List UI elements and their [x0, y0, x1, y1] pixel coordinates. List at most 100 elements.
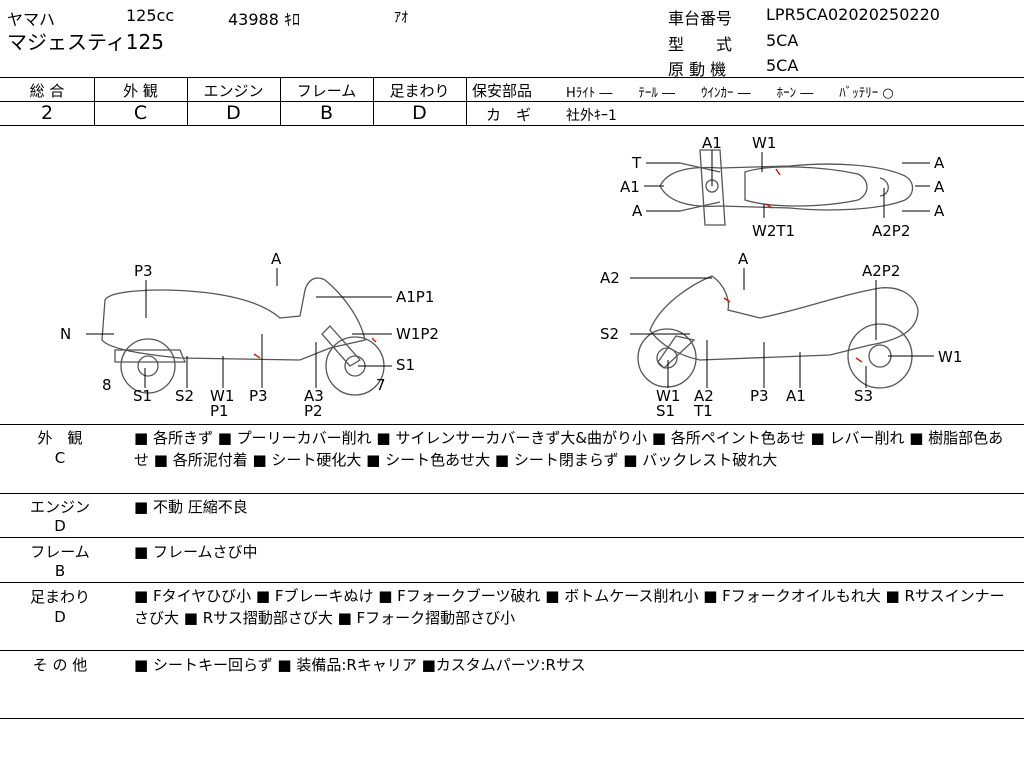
- divider: [0, 125, 1024, 126]
- engine-model-value: 5CA: [766, 56, 799, 75]
- label-A1P1: A1P1: [396, 288, 434, 306]
- divider: [280, 77, 281, 125]
- scooter-top-view: [659, 149, 914, 226]
- label-A2P2: A2P2: [862, 262, 900, 280]
- divider: [466, 101, 1024, 102]
- label-A2: A2: [600, 269, 620, 287]
- label-A: A: [738, 250, 749, 268]
- note-grade: B: [54, 562, 66, 580]
- label-P2: P2: [304, 402, 323, 420]
- label-P3: P3: [750, 387, 769, 405]
- label-W1P2: W1P2: [396, 325, 439, 343]
- label-7: 7: [376, 376, 386, 394]
- note-grade: D: [54, 517, 66, 535]
- label-S1: S1: [396, 356, 415, 374]
- label-S2: S2: [175, 387, 194, 405]
- safety-label: 保安部品: [472, 82, 533, 100]
- damage-marks-top: [765, 168, 781, 209]
- type-label: 型 式: [668, 35, 733, 54]
- label-W1: W1: [752, 134, 776, 152]
- key-label: カ ギ: [486, 106, 532, 124]
- label-S1: S1: [656, 402, 675, 420]
- divider: [0, 537, 1024, 538]
- note-grade: D: [54, 608, 66, 626]
- label-A1: A1: [786, 387, 806, 405]
- label-A3: A3: [304, 387, 324, 405]
- label-A1: A1: [620, 178, 640, 196]
- scooter-left-view: [101, 277, 385, 396]
- mileage: 43988 ｷﾛ: [228, 10, 300, 29]
- grade-engine-label: エンジン: [203, 82, 264, 100]
- note-text: ■ 不動 圧縮不良: [134, 498, 248, 516]
- grade-suspension-value: D: [412, 102, 427, 124]
- note-label: エンジン: [29, 498, 90, 516]
- label-A1: A1: [702, 134, 722, 152]
- grade-suspension-label: 足まわり: [389, 82, 450, 100]
- label-A2P2: A2P2: [872, 222, 910, 240]
- labels-right: A2 A A2P2 S2 W1 W1 S1 A2 T1 P3 A1 S3: [600, 250, 962, 420]
- frame-no-label: 車台番号: [668, 9, 733, 28]
- label-W1: W1: [938, 348, 962, 366]
- model-name: マジェスティ125: [7, 30, 164, 54]
- label-T: T: [631, 154, 642, 172]
- divider: [94, 77, 95, 125]
- grade-overall-value: 2: [40, 102, 54, 124]
- note-label: フレーム: [30, 543, 90, 561]
- label-P3: P3: [249, 387, 268, 405]
- frame-no: LPR5CA02020250220: [766, 5, 940, 24]
- grade-frame-value: B: [319, 102, 334, 124]
- divider: [0, 650, 1024, 651]
- grade-exterior-value: C: [133, 102, 148, 124]
- labels-top: T A1 W1 A1 A W2T1 A2P2 A A A: [620, 134, 945, 240]
- divider: [0, 77, 1024, 78]
- note-label: そ の 他: [32, 656, 88, 674]
- damage-marks-left: [253, 337, 377, 359]
- note-text: ■ フレームさび中: [134, 543, 258, 561]
- note-grade: C: [54, 449, 66, 467]
- type-value: 5CA: [766, 31, 799, 50]
- label-P1: P1: [210, 402, 229, 420]
- label-A: A: [934, 202, 945, 220]
- label-S3: S3: [854, 387, 873, 405]
- divider: [466, 77, 467, 125]
- label-S1: S1: [133, 387, 152, 405]
- label-A: A: [271, 250, 282, 268]
- note-text: ■ シートキー回らず ■ 装備品:Rキャリア ■カスタムパーツ:Rサス: [134, 656, 586, 674]
- label-W2T1: W2T1: [752, 222, 795, 240]
- divider: [0, 424, 1024, 425]
- label-P3: P3: [134, 262, 153, 280]
- labels-left: A P3 A1P1 N W1P2 S1 8 7 S1 S2 W1 P1 P3 A…: [60, 250, 439, 420]
- grade-frame-label: フレーム: [296, 82, 357, 100]
- damage-marks-right: [723, 297, 863, 363]
- grade-overall-label: 総 合: [29, 82, 65, 100]
- note-text: ■ Fタイヤひび小 ■ Fブレーキぬけ ■ Fフォークブーツ破れ ■ ボトムケー…: [134, 587, 1005, 627]
- label-A: A: [934, 178, 945, 196]
- damage-diagram: T A1 W1 A1 A W2T1 A2P2 A A A A P3 A: [60, 134, 962, 420]
- divider: [0, 718, 1024, 719]
- label-S2: S2: [600, 325, 619, 343]
- divider: [0, 582, 1024, 583]
- grade-engine-value: D: [226, 102, 241, 124]
- divider: [0, 101, 466, 102]
- divider: [187, 77, 188, 125]
- label-A: A: [632, 202, 643, 220]
- label-W1: W1: [210, 387, 234, 405]
- maker: ヤマハ: [7, 10, 56, 29]
- color: ｱｵ: [394, 10, 408, 26]
- label-8: 8: [102, 376, 112, 394]
- label-W1: W1: [656, 387, 680, 405]
- note-label: 外 観: [37, 429, 83, 447]
- safety-items: Hﾗｲﾄ ― ﾃｰﾙ ― ｳｲﾝｶｰ ― ﾎｰﾝ ― ﾊﾞｯﾃﾘｰ ○: [566, 86, 894, 101]
- engine-model-label: 原 動 機: [668, 60, 727, 79]
- label-A2: A2: [694, 387, 714, 405]
- label-A: A: [934, 154, 945, 172]
- key-value: 社外ｷｰ1: [566, 108, 617, 124]
- displacement: 125cc: [126, 6, 175, 25]
- divider: [0, 493, 1024, 494]
- divider: [373, 77, 374, 125]
- note-text: ■ 各所きず ■ プーリーカバー削れ ■ サイレンサーカバーきず大&曲がり小 ■…: [134, 429, 1004, 469]
- grade-exterior-label: 外 観: [123, 82, 158, 100]
- label-N: N: [60, 325, 71, 343]
- label-T1: T1: [693, 402, 713, 420]
- note-label: 足まわり: [29, 588, 90, 606]
